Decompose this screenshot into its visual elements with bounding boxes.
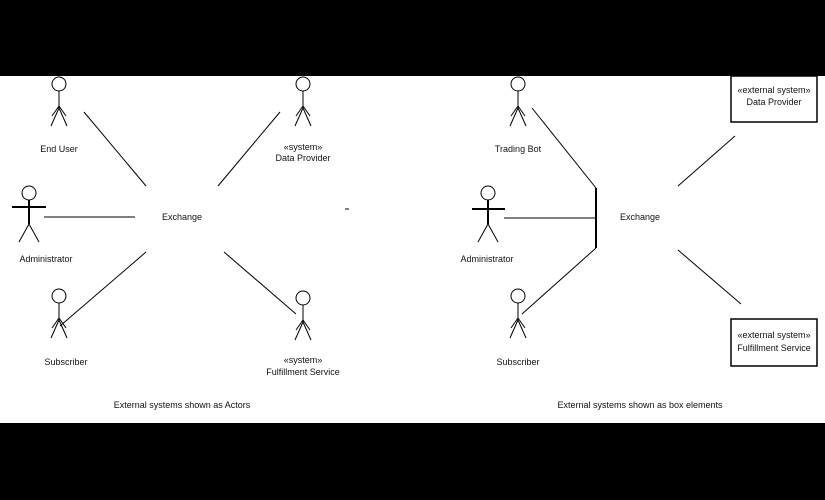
actor-subscriber-right-label: Subscriber (496, 357, 539, 367)
actor-subscriber-label: Subscriber (44, 357, 87, 367)
assoc-subscriber-right-exchange (521, 247, 597, 315)
actor-administrator-label: Administrator (19, 254, 72, 264)
right-caption: External systems shown as box elements (557, 400, 723, 410)
assoc-exchange-data-provider (677, 135, 736, 187)
actor-end-user[interactable]: End User (40, 76, 78, 154)
usecase-exchange-label[interactable]: Exchange (162, 212, 202, 222)
actor-ext-data-label: Data Provider (275, 153, 330, 163)
assoc-fulfillment-exchange (223, 251, 297, 315)
assoc-exchange-fulfillment (677, 249, 742, 305)
right-diagram: Trading Bot Administrator Exchange Subsc… (460, 76, 818, 410)
assoc-trading-bot-exchange (531, 107, 597, 189)
box-data-provider-stereotype: «external system» (737, 85, 810, 95)
assoc-end-user-exchange (83, 111, 147, 187)
actor-administrator-right-label: Administrator (460, 254, 513, 264)
actor-trading-bot-label: Trading Bot (495, 144, 542, 154)
left-caption: External systems shown as Actors (114, 400, 251, 410)
box-fulfillment-label: Fulfillment Service (737, 343, 811, 353)
actor-ext-data-provider[interactable]: «system» Data Provider (275, 76, 331, 163)
actor-administrator[interactable]: Administrator (12, 185, 73, 264)
box-fulfillment-service[interactable]: «external system» Fulfillment Service (730, 318, 818, 367)
assoc-data-provider-exchange (217, 111, 281, 187)
actor-subscriber-right[interactable]: Subscriber (496, 288, 540, 367)
box-data-provider[interactable]: «external system» Data Provider (730, 76, 818, 123)
assoc-subscriber-exchange (59, 251, 147, 327)
actor-ext-fulfillment-stereotype: «system» (284, 355, 323, 365)
left-diagram: End User «system» Data Provider Administ… (12, 76, 340, 410)
actor-ext-data-stereotype: «system» (284, 142, 323, 152)
use-case-diagrams: End User «system» Data Provider Administ… (12, 76, 818, 410)
actor-ext-fulfillment[interactable]: «system» Fulfillment Service (266, 290, 340, 377)
actor-ext-fulfillment-label: Fulfillment Service (266, 367, 340, 377)
actor-subscriber[interactable]: Subscriber (44, 288, 88, 367)
box-fulfillment-stereotype: «external system» (737, 330, 810, 340)
box-data-provider-label: Data Provider (746, 97, 801, 107)
actor-end-user-label: End User (40, 144, 78, 154)
diagram-canvas: End User «system» Data Provider Administ… (0, 76, 825, 423)
actor-administrator-right[interactable]: Administrator (460, 185, 514, 264)
actor-trading-bot[interactable]: Trading Bot (495, 76, 542, 154)
usecase-exchange-right-label[interactable]: Exchange (620, 212, 660, 222)
